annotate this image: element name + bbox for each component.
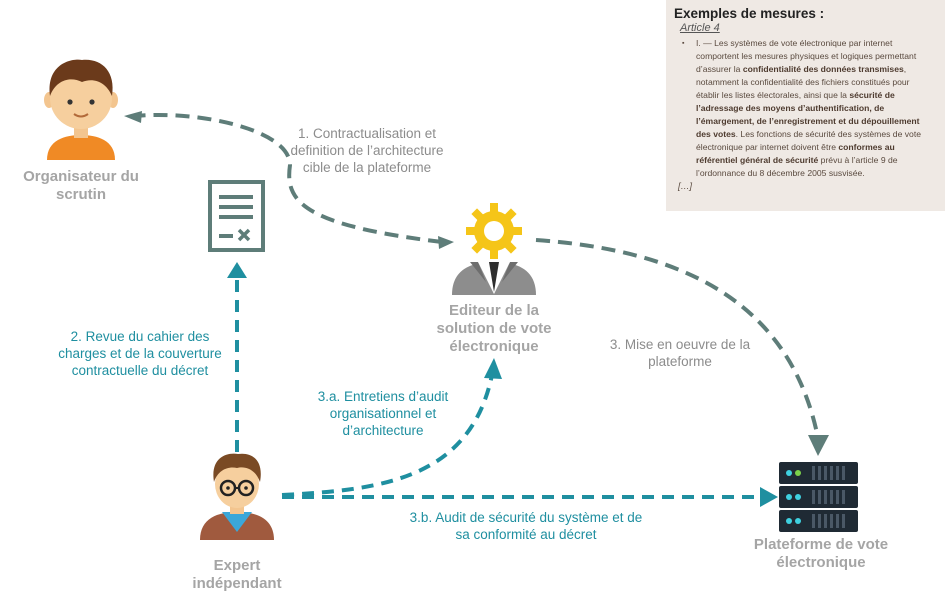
mesures-bold-1: confidentialité des données transmises <box>742 64 904 74</box>
mesures-subtitle: Article 4 <box>680 22 720 34</box>
arrow-contractualisation <box>133 112 443 244</box>
arrowhead-editeur <box>438 236 454 249</box>
bullet-icon: ▪ <box>682 40 685 47</box>
step-3b-label: 3.b. Audit de sécurité du système et de … <box>409 510 643 542</box>
role-plateforme: Plateforme de vote électronique <box>753 536 889 571</box>
mesures-bold-3: conformes au référentiel général de sécu… <box>696 142 895 165</box>
person-icon <box>44 59 118 160</box>
arrow-mise-en-oeuvre <box>535 238 820 439</box>
step-1-label: 1. Contractualisation et definition de l… <box>290 126 444 175</box>
mesures-bold-2: sécurité de l’adressage des moyens d’aut… <box>696 90 920 139</box>
step-2-label: 2. Revue du cahier des charges et de la … <box>58 329 222 378</box>
mesures-box: Exemples de mesures : Article 4 ▪I. — Le… <box>666 0 945 211</box>
gear-businessman-icon <box>452 203 536 295</box>
role-editeur: Editeur de la solution de vote électroni… <box>436 302 552 355</box>
arrowhead-organisateur <box>124 111 142 123</box>
mesures-ellipsis: […] <box>678 181 693 191</box>
mesures-text: ▪I. — Les systèmes de vote électronique … <box>682 38 921 178</box>
arrowhead-server <box>760 487 778 507</box>
step-3a-label: 3.a. Entretiens d’audit organisationnel … <box>317 389 449 438</box>
arrowhead-plateforme <box>808 435 829 456</box>
arrowhead-editeur-teal <box>484 358 502 379</box>
step-3-label: 3. Mise en oeuvre de la plateforme <box>609 337 751 369</box>
role-expert: Expert indépendant <box>192 557 282 592</box>
expert-person-icon <box>200 453 274 540</box>
mesures-title: Exemples de mesures : <box>674 6 825 21</box>
role-organisateur: Organisateur du scrutin <box>23 168 139 203</box>
document-icon <box>208 180 265 252</box>
arrowhead-document <box>227 262 247 278</box>
arrow-entretiens <box>281 374 494 497</box>
server-icon <box>779 462 858 532</box>
